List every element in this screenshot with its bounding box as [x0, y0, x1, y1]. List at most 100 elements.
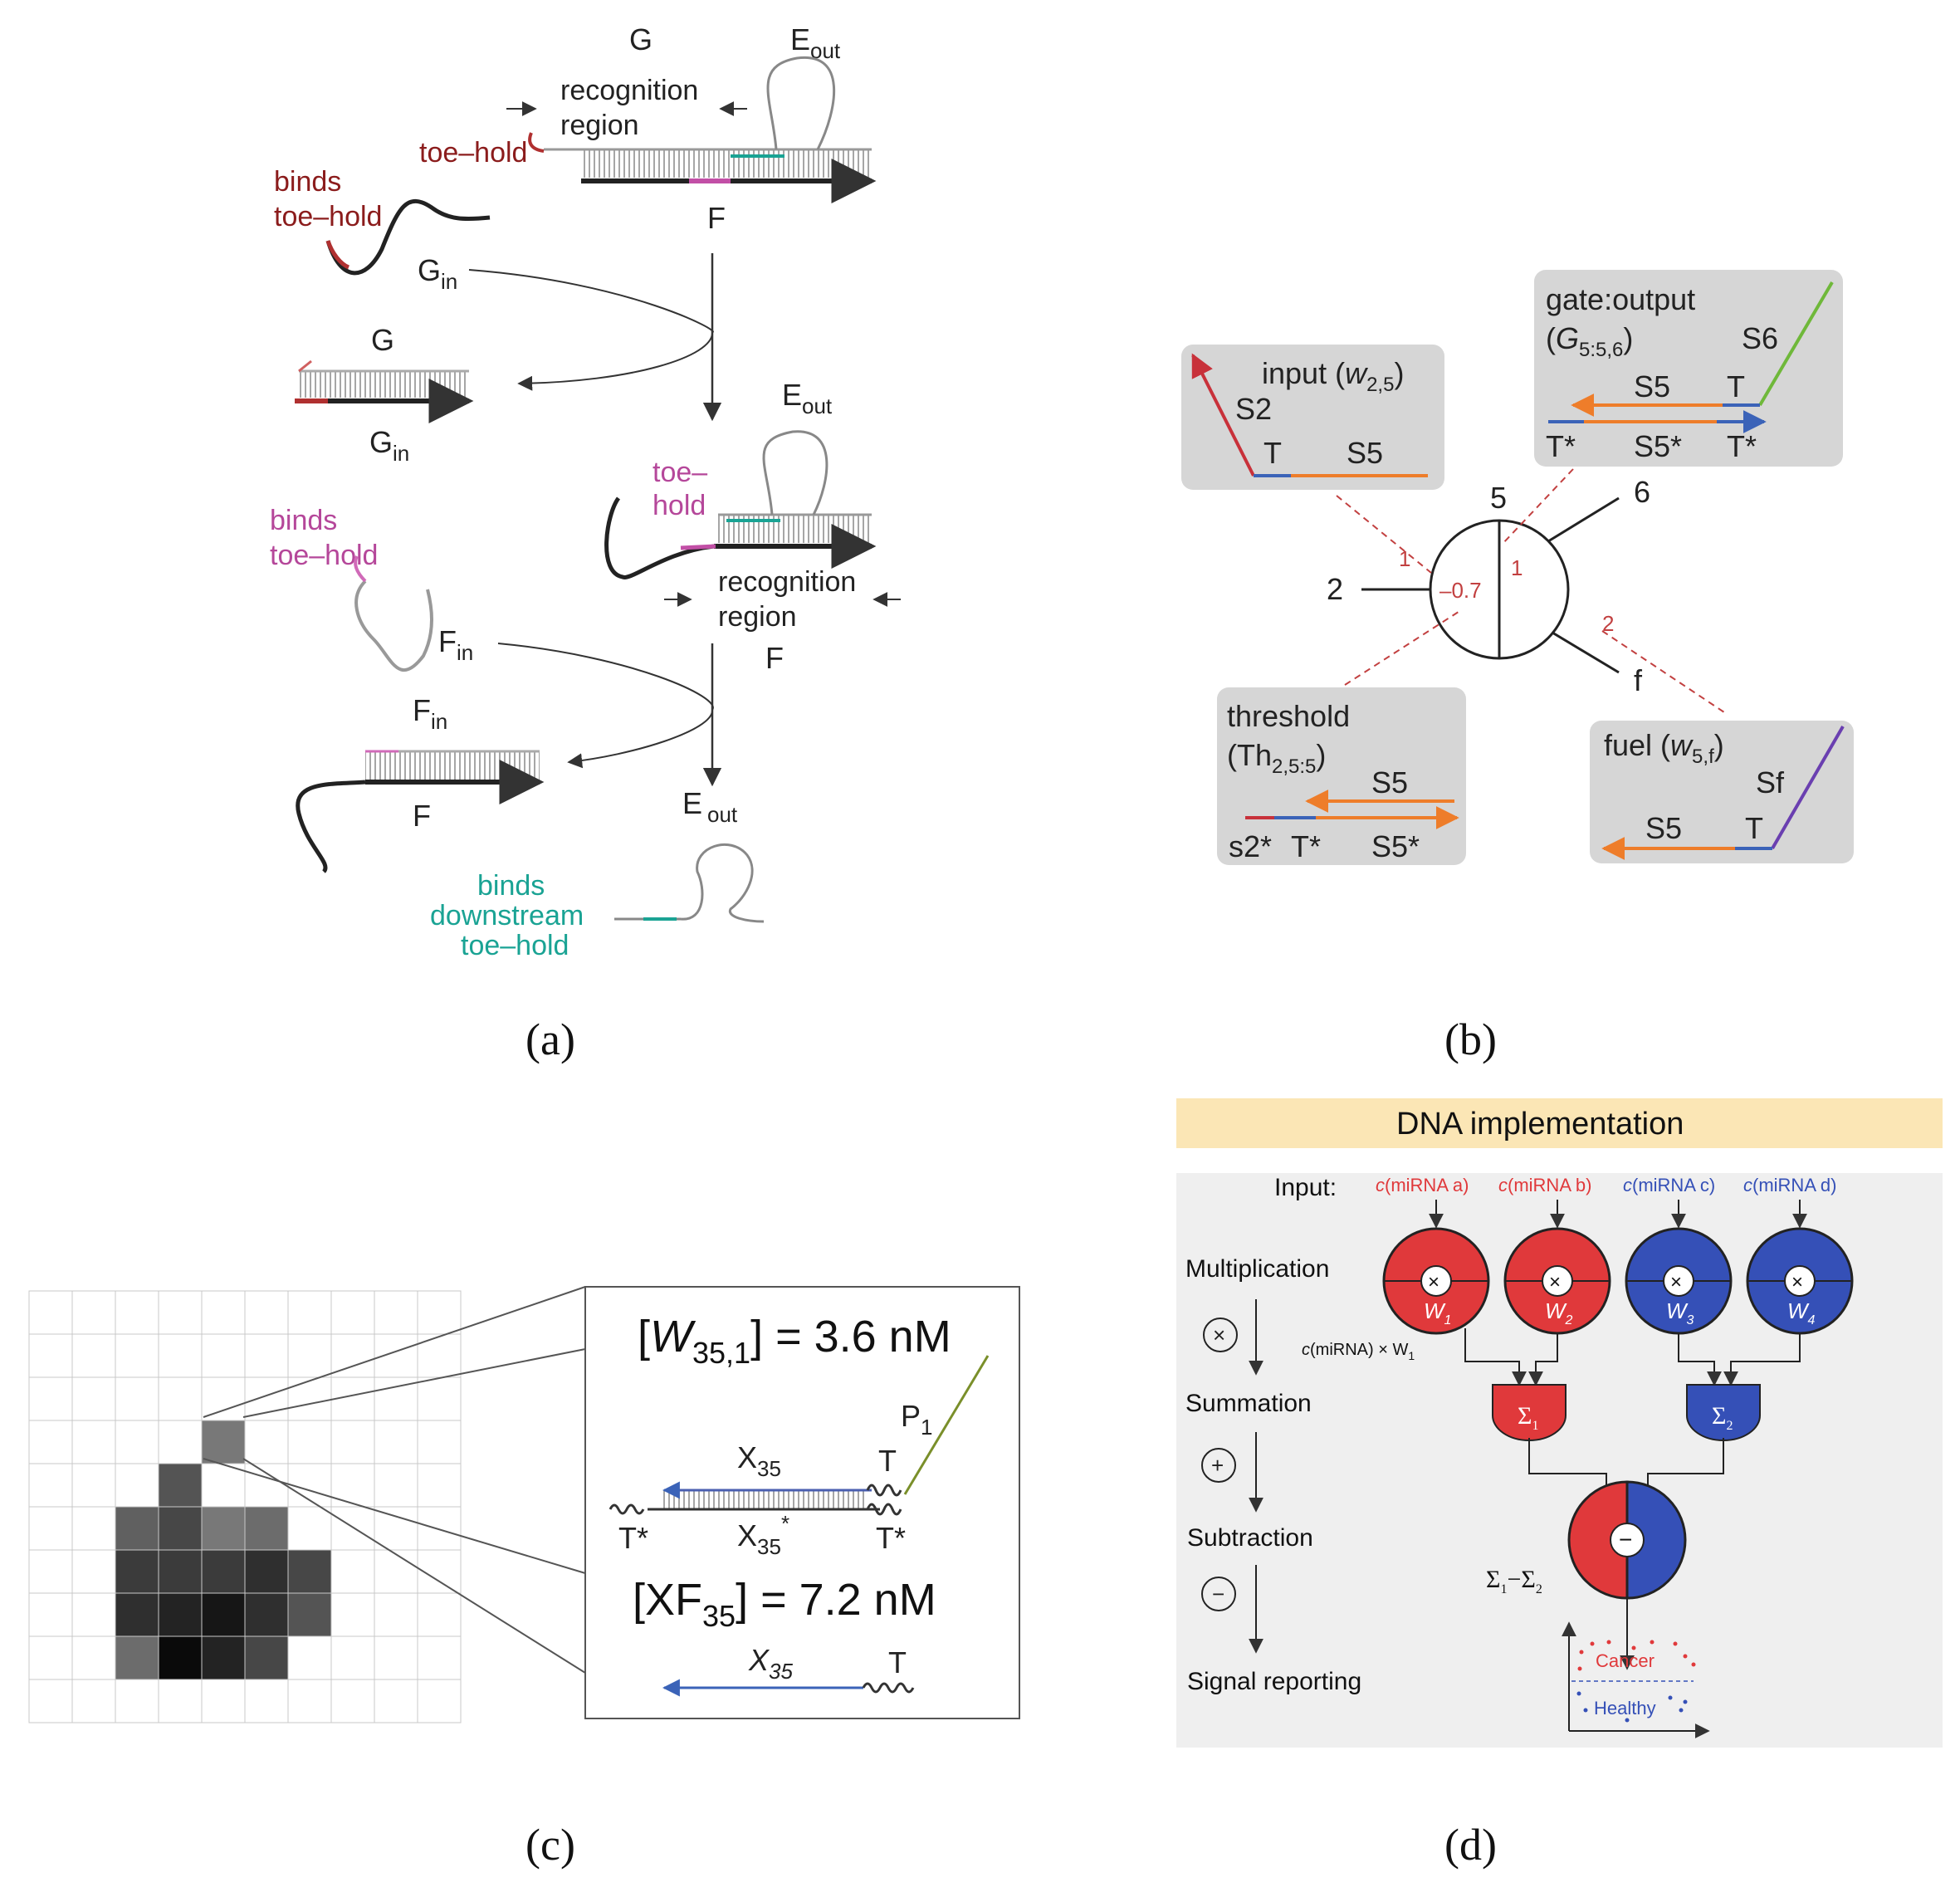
- label-F-in-1: Fin: [438, 624, 473, 665]
- pixel-cell: [374, 1420, 418, 1464]
- pixel-cell: [28, 1549, 73, 1594]
- label-W-eq: [W35,1] = 3.6 nM: [638, 1312, 951, 1370]
- label-binds-3: binds: [477, 870, 545, 902]
- pixel-cell: [28, 1592, 73, 1637]
- pixel-cell: [287, 1506, 332, 1551]
- label-recognition-top: recognition: [560, 75, 698, 106]
- pixel-cell: [287, 1290, 332, 1335]
- label-S5-gate: S5: [1634, 369, 1670, 403]
- label-S5-star-threshold: S5*: [1371, 829, 1420, 863]
- label-G-in-2: Gin: [369, 425, 409, 466]
- dash-fuel: [1601, 630, 1728, 715]
- hairpin-bottom: [680, 843, 765, 923]
- op-times-glyph: ×: [1213, 1322, 1225, 1347]
- pixel-cell: [287, 1635, 332, 1680]
- tail-GGin: [298, 359, 312, 373]
- dash-gate: [1502, 468, 1574, 545]
- label-w2: W2: [1545, 1298, 1573, 1327]
- label-threshold-value: –0.7: [1439, 578, 1482, 603]
- summation-1: Σ1: [1492, 1384, 1567, 1441]
- fuel-strand-purple: [1771, 725, 1845, 850]
- pixel-cell: [201, 1549, 246, 1594]
- pixel-cell: [330, 1290, 375, 1335]
- wire-sum2-sub: [1647, 1438, 1724, 1486]
- pixel-cell: [417, 1463, 462, 1508]
- pixel-cell: [115, 1592, 159, 1637]
- wire-w2-sum1: [1528, 1333, 1558, 1386]
- pixel-cell: [417, 1290, 462, 1335]
- svg-text:Σ1: Σ1: [1518, 1402, 1538, 1433]
- pixel-cell: [330, 1333, 375, 1378]
- op-minus-icon: [1201, 1577, 1236, 1611]
- pixel-cell: [158, 1506, 203, 1551]
- label-toe-mid: toe–: [653, 457, 707, 488]
- pixel-cell: [115, 1635, 159, 1680]
- wire-w3-sum2: [1678, 1333, 1722, 1386]
- wire-sum1-sub: [1528, 1438, 1607, 1486]
- label-S5-input: S5: [1347, 436, 1383, 470]
- label-toe-hold-top: toe–hold: [419, 137, 527, 169]
- label-F-bottom: F: [413, 799, 431, 833]
- multiplier-1: × W1: [1382, 1227, 1490, 1335]
- strand-mid-magenta: [680, 544, 716, 550]
- pixel-cell: [330, 1463, 375, 1508]
- label-weight-input: 1: [1399, 546, 1410, 571]
- label-F-in-2: Fin: [413, 693, 447, 734]
- strand-G-in: [325, 198, 491, 276]
- pixel-cell: [417, 1592, 462, 1637]
- label-F-top: F: [707, 201, 726, 235]
- pixel-cell: [115, 1333, 159, 1378]
- toe-hold-tail-top: [528, 132, 545, 153]
- label-P1: P1: [901, 1399, 932, 1440]
- duplex-GGin-hatch: [299, 371, 469, 398]
- report-healthy-points: [1576, 1691, 1688, 1723]
- zoom-line-4: [242, 1458, 586, 1674]
- caption-a: (a): [525, 1014, 575, 1064]
- label-mirna-a: c(miRNA a): [1376, 1175, 1469, 1195]
- fuel-box: [1590, 721, 1854, 863]
- duplex-top-hatch: [581, 149, 872, 178]
- pixel-cell: [71, 1463, 116, 1508]
- label-E-out-top: Eout: [790, 22, 841, 63]
- pixel-cell: [201, 1679, 246, 1723]
- op-times-icon: [1203, 1318, 1238, 1352]
- multiplier-3: × W3: [1625, 1227, 1733, 1335]
- dash-threshold: [1344, 609, 1462, 686]
- pixel-cell: [201, 1592, 246, 1637]
- pixel-cell: [28, 1463, 73, 1508]
- label-T-fuel: T: [1745, 811, 1763, 845]
- label-T-star-c-left: T*: [618, 1521, 648, 1555]
- pixel-cell: [201, 1376, 246, 1421]
- label-binds-toe-hold-2: toe–hold: [270, 540, 378, 571]
- pixel-cell: [71, 1549, 116, 1594]
- pixel-grid: [28, 1290, 462, 1723]
- pixel-cell: [115, 1420, 159, 1464]
- summation-2: Σ2: [1686, 1384, 1761, 1441]
- label-T-input: T: [1263, 436, 1282, 470]
- wire-w4-sum2: [1723, 1333, 1801, 1386]
- pixel-cell: [158, 1635, 203, 1680]
- svg-text:×: ×: [1428, 1271, 1439, 1293]
- panel-c: [W35,1] = 3.6 nM P1 X35 T T* X35* T* [XF…: [28, 1286, 1020, 1870]
- toehold-coil-c: [866, 1484, 902, 1497]
- label-T-star-threshold: T*: [1291, 829, 1321, 863]
- pixel-cell: [115, 1506, 159, 1551]
- label-region-mid: region: [718, 601, 797, 633]
- pixel-cell: [374, 1290, 418, 1335]
- pixel-cell: [330, 1420, 375, 1464]
- pixel-cell: [28, 1679, 73, 1723]
- pixel-cell: [28, 1506, 73, 1551]
- pixel-cell: [287, 1333, 332, 1378]
- label-node-2: 2: [1327, 572, 1343, 606]
- pixel-cell: [28, 1376, 73, 1421]
- pixel-cell: [158, 1592, 203, 1637]
- pixel-cell: [330, 1592, 375, 1637]
- pixel-cell: [417, 1635, 462, 1680]
- pixel-cell: [244, 1592, 289, 1637]
- d-header-bg: [1176, 1098, 1943, 1148]
- pixel-cell: [71, 1679, 116, 1723]
- panel-d: DNA implementation Input: c(miRNA a) c(m…: [1176, 1098, 1943, 1870]
- caption-d: (d): [1444, 1820, 1497, 1870]
- strand-F-in-magenta: [354, 555, 367, 583]
- pixel-cell: [71, 1290, 116, 1335]
